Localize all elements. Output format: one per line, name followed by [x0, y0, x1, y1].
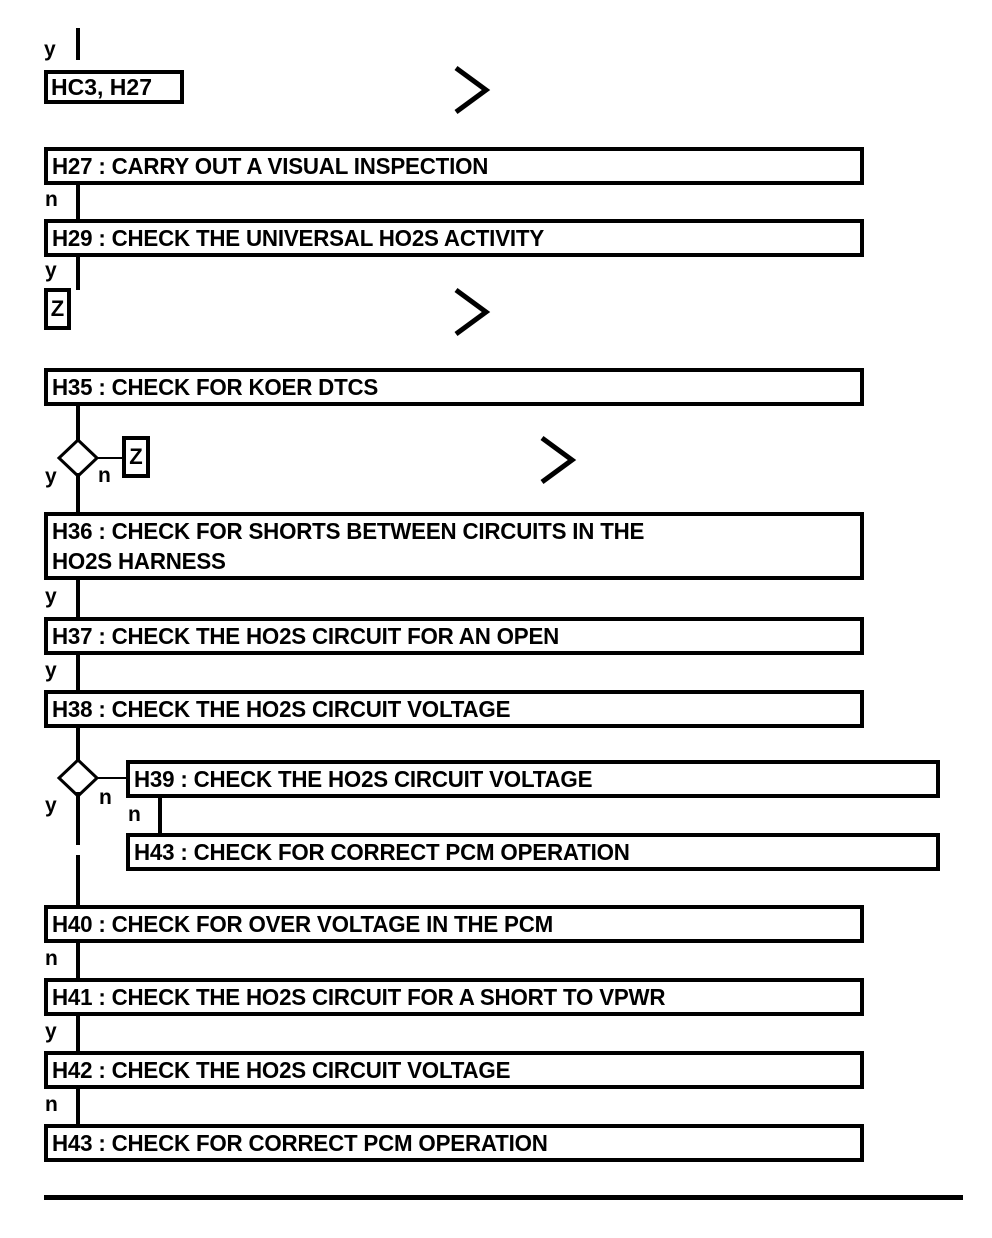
connector-line-h38-h40-lower [76, 855, 80, 906]
connector-line-h36-h37 [76, 580, 80, 617]
connector-tag-label: HC3, H27 [51, 74, 152, 100]
chevron-right-icon-2 [452, 286, 496, 338]
branch-label-h27-n: n [45, 188, 58, 211]
step-label-h27: H27 : CARRY OUT A VISUAL INSPECTION [52, 153, 489, 179]
branch-label-h42-n: n [45, 1093, 58, 1116]
step-label-h29: H29 : CHECK THE UNIVERSAL HO2S ACTIVITY [52, 225, 545, 251]
branch-label-h40-n: n [45, 947, 58, 970]
step-label-h35: H35 : CHECK FOR KOER DTCS [52, 374, 379, 400]
bottom-divider [44, 1195, 963, 1200]
step-box-h41[interactable]: H41 : CHECK THE HO2S CIRCUIT FOR A SHORT… [44, 978, 864, 1016]
connector-tag-label: Z [129, 444, 143, 469]
step-label-h39: H39 : CHECK THE HO2S CIRCUIT VOLTAGE [134, 766, 593, 792]
branch-label-entry-y: y [44, 38, 56, 61]
step-box-h36[interactable]: H36 : CHECK FOR SHORTS BETWEEN CIRCUITS … [44, 512, 864, 580]
step-box-h43-branch[interactable]: H43 : CHECK FOR CORRECT PCM OPERATION [126, 833, 940, 871]
connector-tag-hc3-h27[interactable]: HC3, H27 [44, 70, 184, 104]
connector-line-decision-h35-to-z [96, 457, 122, 459]
step-label-h38: H38 : CHECK THE HO2S CIRCUIT VOLTAGE [52, 696, 511, 722]
connector-line-decision-h38-to-h39 [96, 777, 128, 779]
step-label-h42: H42 : CHECK THE HO2S CIRCUIT VOLTAGE [52, 1057, 511, 1083]
connector-line-h35-h36 [76, 473, 80, 513]
step-box-h35[interactable]: H35 : CHECK FOR KOER DTCS [44, 368, 864, 406]
branch-label-h37-y: y [45, 659, 57, 682]
branch-label-h39-n: n [128, 803, 141, 826]
chevron-right-icon-3 [538, 434, 582, 486]
connector-line-h35-decision [76, 406, 80, 442]
connector-tag-label: Z [50, 296, 65, 321]
connector-line-h29-z [76, 257, 80, 290]
connector-line-h41-h42 [76, 1016, 80, 1052]
branch-label-h29-y: y [45, 259, 57, 282]
step-box-h39[interactable]: H39 : CHECK THE HO2S CIRCUIT VOLTAGE [126, 760, 940, 798]
branch-label-h36-y: y [45, 585, 57, 608]
step-label-h43: H43 : CHECK FOR CORRECT PCM OPERATION [52, 1130, 548, 1156]
connector-line-h38-decision [76, 728, 80, 762]
connector-tag-z-after-h29[interactable]: Z [44, 288, 71, 330]
step-box-h40[interactable]: H40 : CHECK FOR OVER VOLTAGE IN THE PCM [44, 905, 864, 943]
connector-line-h38-h40-upper [76, 792, 80, 845]
step-box-h29[interactable]: H29 : CHECK THE UNIVERSAL HO2S ACTIVITY [44, 219, 864, 257]
connector-line-h39-h43 [158, 798, 162, 834]
connector-line-h37-h38 [76, 655, 80, 691]
step-box-h42[interactable]: H42 : CHECK THE HO2S CIRCUIT VOLTAGE [44, 1051, 864, 1089]
step-label-h36: H36 : CHECK FOR SHORTS BETWEEN CIRCUITS … [52, 518, 645, 574]
step-box-h27[interactable]: H27 : CARRY OUT A VISUAL INSPECTION [44, 147, 864, 185]
connector-line-h40-h41 [76, 943, 80, 979]
step-label-h41: H41 : CHECK THE HO2S CIRCUIT FOR A SHORT… [52, 984, 666, 1010]
branch-label-h41-y: y [45, 1020, 57, 1043]
connector-line-h42-h43 [76, 1089, 80, 1125]
branch-label-h35-n: n [98, 464, 111, 487]
step-label-h40: H40 : CHECK FOR OVER VOLTAGE IN THE PCM [52, 911, 554, 937]
connector-line-entry [76, 28, 80, 60]
connector-tag-z-after-h35[interactable]: Z [122, 436, 150, 478]
branch-label-h35-y: y [45, 465, 57, 488]
branch-label-h38-n: n [99, 786, 112, 809]
step-box-h43[interactable]: H43 : CHECK FOR CORRECT PCM OPERATION [44, 1124, 864, 1162]
step-label-h37: H37 : CHECK THE HO2S CIRCUIT FOR AN OPEN [52, 623, 560, 649]
step-box-h37[interactable]: H37 : CHECK THE HO2S CIRCUIT FOR AN OPEN [44, 617, 864, 655]
step-box-h38[interactable]: H38 : CHECK THE HO2S CIRCUIT VOLTAGE [44, 690, 864, 728]
branch-label-h38-y: y [45, 794, 57, 817]
step-label-h43-branch: H43 : CHECK FOR CORRECT PCM OPERATION [134, 839, 630, 865]
connector-line-h27-h29 [76, 185, 80, 220]
chevron-right-icon-1 [452, 64, 496, 116]
